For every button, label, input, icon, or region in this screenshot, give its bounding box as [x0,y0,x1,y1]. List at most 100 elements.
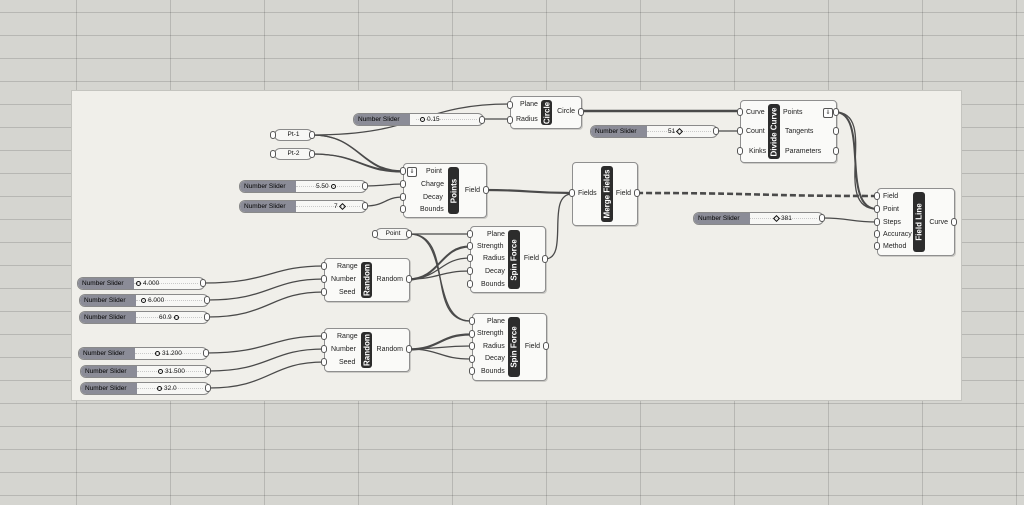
component-circle[interactable]: Plane Radius Circle Circle [510,96,582,129]
slider-value[interactable]: 31.500 [156,366,185,377]
input-radius[interactable]: Radius [483,343,505,350]
component-spin-force-2[interactable]: Plane Strength Radius Decay Bounds Spin … [472,313,547,381]
number-slider-decay[interactable]: Number Slider 7 [239,200,367,213]
port[interactable] [737,127,743,135]
slider-knob-icon[interactable] [676,127,684,135]
slider-track[interactable] [136,300,202,301]
port[interactable] [372,230,378,238]
component-divide-curve[interactable]: Curve Count Kinks Divide Curve Points Ta… [740,100,837,163]
component-title-bar[interactable]: Random [361,332,372,368]
slider-track[interactable] [137,388,203,389]
slider-knob-icon[interactable] [420,116,425,122]
slider-value[interactable]: 0.15 [418,114,440,125]
port[interactable] [874,230,880,238]
slider-value[interactable]: 31.200 [153,348,182,359]
input-strength[interactable]: Strength [477,243,504,250]
slider-value[interactable]: 32.0 [155,383,177,394]
port[interactable] [406,345,412,353]
port[interactable] [467,280,473,288]
slider-track[interactable] [134,283,198,284]
port[interactable] [270,150,276,158]
number-slider-charge[interactable]: Number Slider 5.50 [239,180,367,193]
port[interactable] [400,180,406,188]
component-title-bar[interactable]: Divide Curve [768,104,780,159]
port[interactable] [469,367,475,375]
input-decay[interactable]: Decay [423,194,443,201]
port[interactable] [483,186,489,194]
slider-value[interactable]: 51 [668,126,684,137]
slider-track[interactable] [136,317,202,318]
input-accuracy[interactable]: Accuracy [883,231,912,238]
slider-knob-icon[interactable] [158,368,163,374]
input-kinks[interactable]: Kinks [749,148,767,155]
port[interactable] [713,127,719,135]
component-merge-fields[interactable]: Fields Merge Fields Field [572,162,638,226]
slider-knob-icon[interactable] [141,297,146,303]
port[interactable] [270,131,276,139]
slider-knob-icon[interactable] [155,350,160,356]
input-field[interactable]: Field [883,193,899,200]
output-circle[interactable]: Circle [557,108,575,115]
port[interactable] [467,267,473,275]
component-random-1[interactable]: Range Number Seed Random Random [324,258,410,302]
slider-knob-icon[interactable] [772,214,781,222]
component-spin-force-1[interactable]: Plane Strength Radius Decay Bounds Spin … [470,226,546,293]
slider-knob-icon[interactable] [157,385,162,391]
number-slider-count[interactable]: Number Slider 51 [590,125,718,138]
input-plane[interactable]: Plane [520,101,538,108]
slider-knob-icon[interactable] [173,314,179,320]
port[interactable] [406,230,412,238]
input-seed[interactable]: Seed [339,359,356,366]
output-field[interactable]: Field [464,187,480,194]
port[interactable] [469,317,475,325]
component-points[interactable]: ⇓ Point Charge Decay Bounds Points Field [403,163,487,218]
output-parameters[interactable]: Parameters [785,148,822,155]
slider-track[interactable] [416,119,477,120]
slider-value[interactable]: 60.9 [159,312,181,323]
slider-track[interactable] [296,186,360,187]
input-point[interactable]: Point [426,168,442,175]
input-radius[interactable]: Radius [483,255,505,262]
input-seed[interactable]: Seed [339,289,356,296]
component-title-bar[interactable]: Merge Fields [601,166,613,222]
port[interactable] [400,167,406,175]
slider-track[interactable] [296,206,360,207]
port[interactable] [467,242,473,250]
output-random[interactable]: Random [376,276,403,283]
slider-value[interactable]: 7 [334,201,347,212]
component-title-bar[interactable]: Circle [541,100,552,125]
output-curve[interactable]: Curve [929,219,948,226]
port[interactable] [507,116,513,124]
port[interactable] [874,242,880,250]
input-decay[interactable]: Decay [485,268,505,275]
port[interactable] [406,275,412,283]
port[interactable] [737,147,743,155]
port[interactable] [321,262,327,270]
input-curve[interactable]: Curve [746,109,765,116]
output-field[interactable]: Field [615,190,631,197]
component-field-line[interactable]: Field Point Steps Accuracy Method Field … [877,188,955,256]
output-field[interactable]: Field [523,255,539,262]
port[interactable] [833,147,839,155]
port[interactable] [542,255,548,263]
port[interactable] [205,384,211,392]
slider-track[interactable] [750,218,817,219]
port[interactable] [874,205,880,213]
param-pt-1[interactable]: Pt-1 [274,129,313,141]
port[interactable] [874,218,880,226]
output-random[interactable]: Random [376,346,403,353]
slider-knob-icon[interactable] [338,202,346,210]
slider-value[interactable]: 5.50 [316,181,338,192]
input-range[interactable]: Range [337,333,358,340]
input-decay[interactable]: Decay [485,355,505,362]
port[interactable] [469,355,475,363]
port[interactable] [204,313,210,321]
input-steps[interactable]: Steps [883,219,901,226]
input-charge[interactable]: Charge [421,181,444,188]
input-point[interactable]: Point [883,206,899,213]
port[interactable] [578,108,584,116]
port[interactable] [469,342,475,350]
port[interactable] [833,108,839,116]
port[interactable] [874,192,880,200]
port[interactable] [309,150,315,158]
